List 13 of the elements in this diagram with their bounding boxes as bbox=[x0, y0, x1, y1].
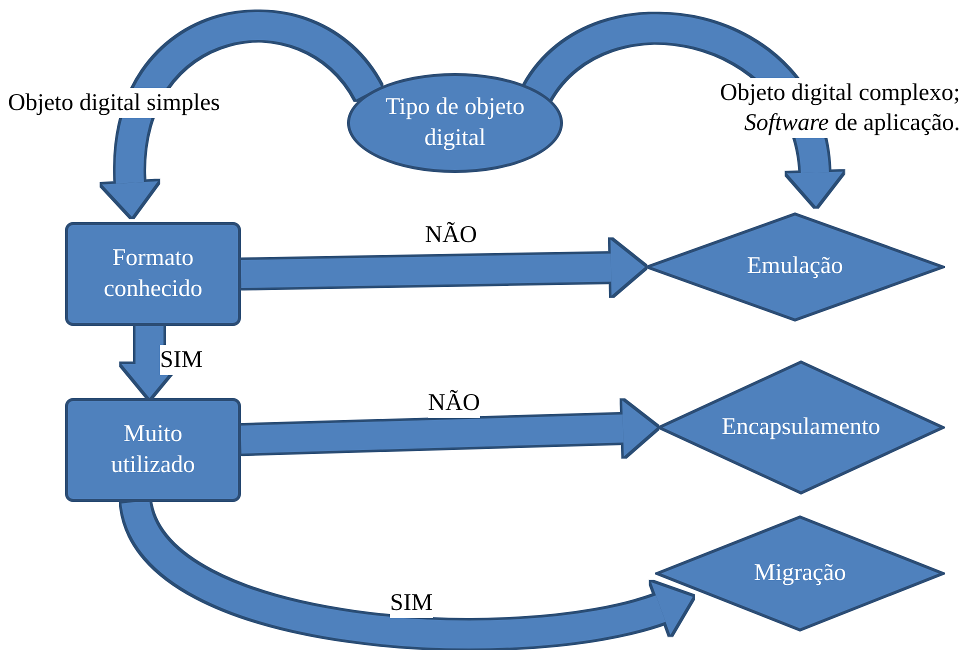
edge-label: SIM bbox=[160, 345, 203, 375]
outcome-diamond bbox=[645, 212, 945, 322]
node-label: Migração bbox=[753, 558, 847, 588]
node-label: Emulação bbox=[746, 252, 844, 282]
block-arrow bbox=[240, 400, 657, 456]
process-box bbox=[65, 222, 241, 326]
node-label: Encapsulamento bbox=[720, 412, 882, 442]
outcome-diamond bbox=[655, 515, 945, 632]
outcome-diamond bbox=[657, 360, 945, 495]
node-label: Muito utilizado bbox=[110, 420, 196, 480]
node-label: Formato conhecido bbox=[102, 244, 204, 304]
node-label: Tipo de objeto digital bbox=[384, 92, 526, 153]
process-box bbox=[65, 398, 241, 502]
